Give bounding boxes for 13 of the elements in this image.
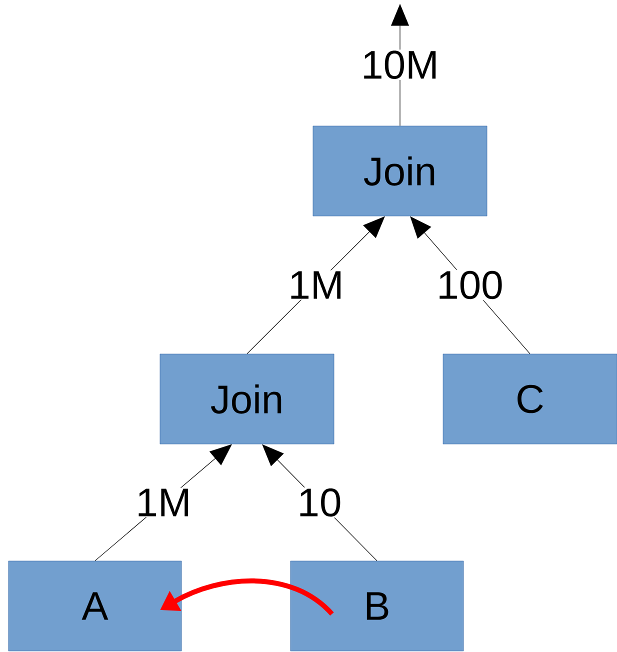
process-box: A <box>8 560 182 652</box>
process-box: Join <box>160 354 334 444</box>
edge-label: 10 <box>296 487 343 518</box>
edge-label: 100 <box>436 270 504 300</box>
edge-label: 1M <box>287 270 345 300</box>
arrow <box>246 216 385 354</box>
edge-label: 1M <box>134 488 192 518</box>
edge-label: 10M <box>360 50 440 80</box>
arrow <box>94 444 232 562</box>
process-box: C <box>442 354 617 444</box>
process-box: B <box>290 560 464 652</box>
process-box: Join <box>312 126 488 216</box>
arrow <box>262 444 378 562</box>
